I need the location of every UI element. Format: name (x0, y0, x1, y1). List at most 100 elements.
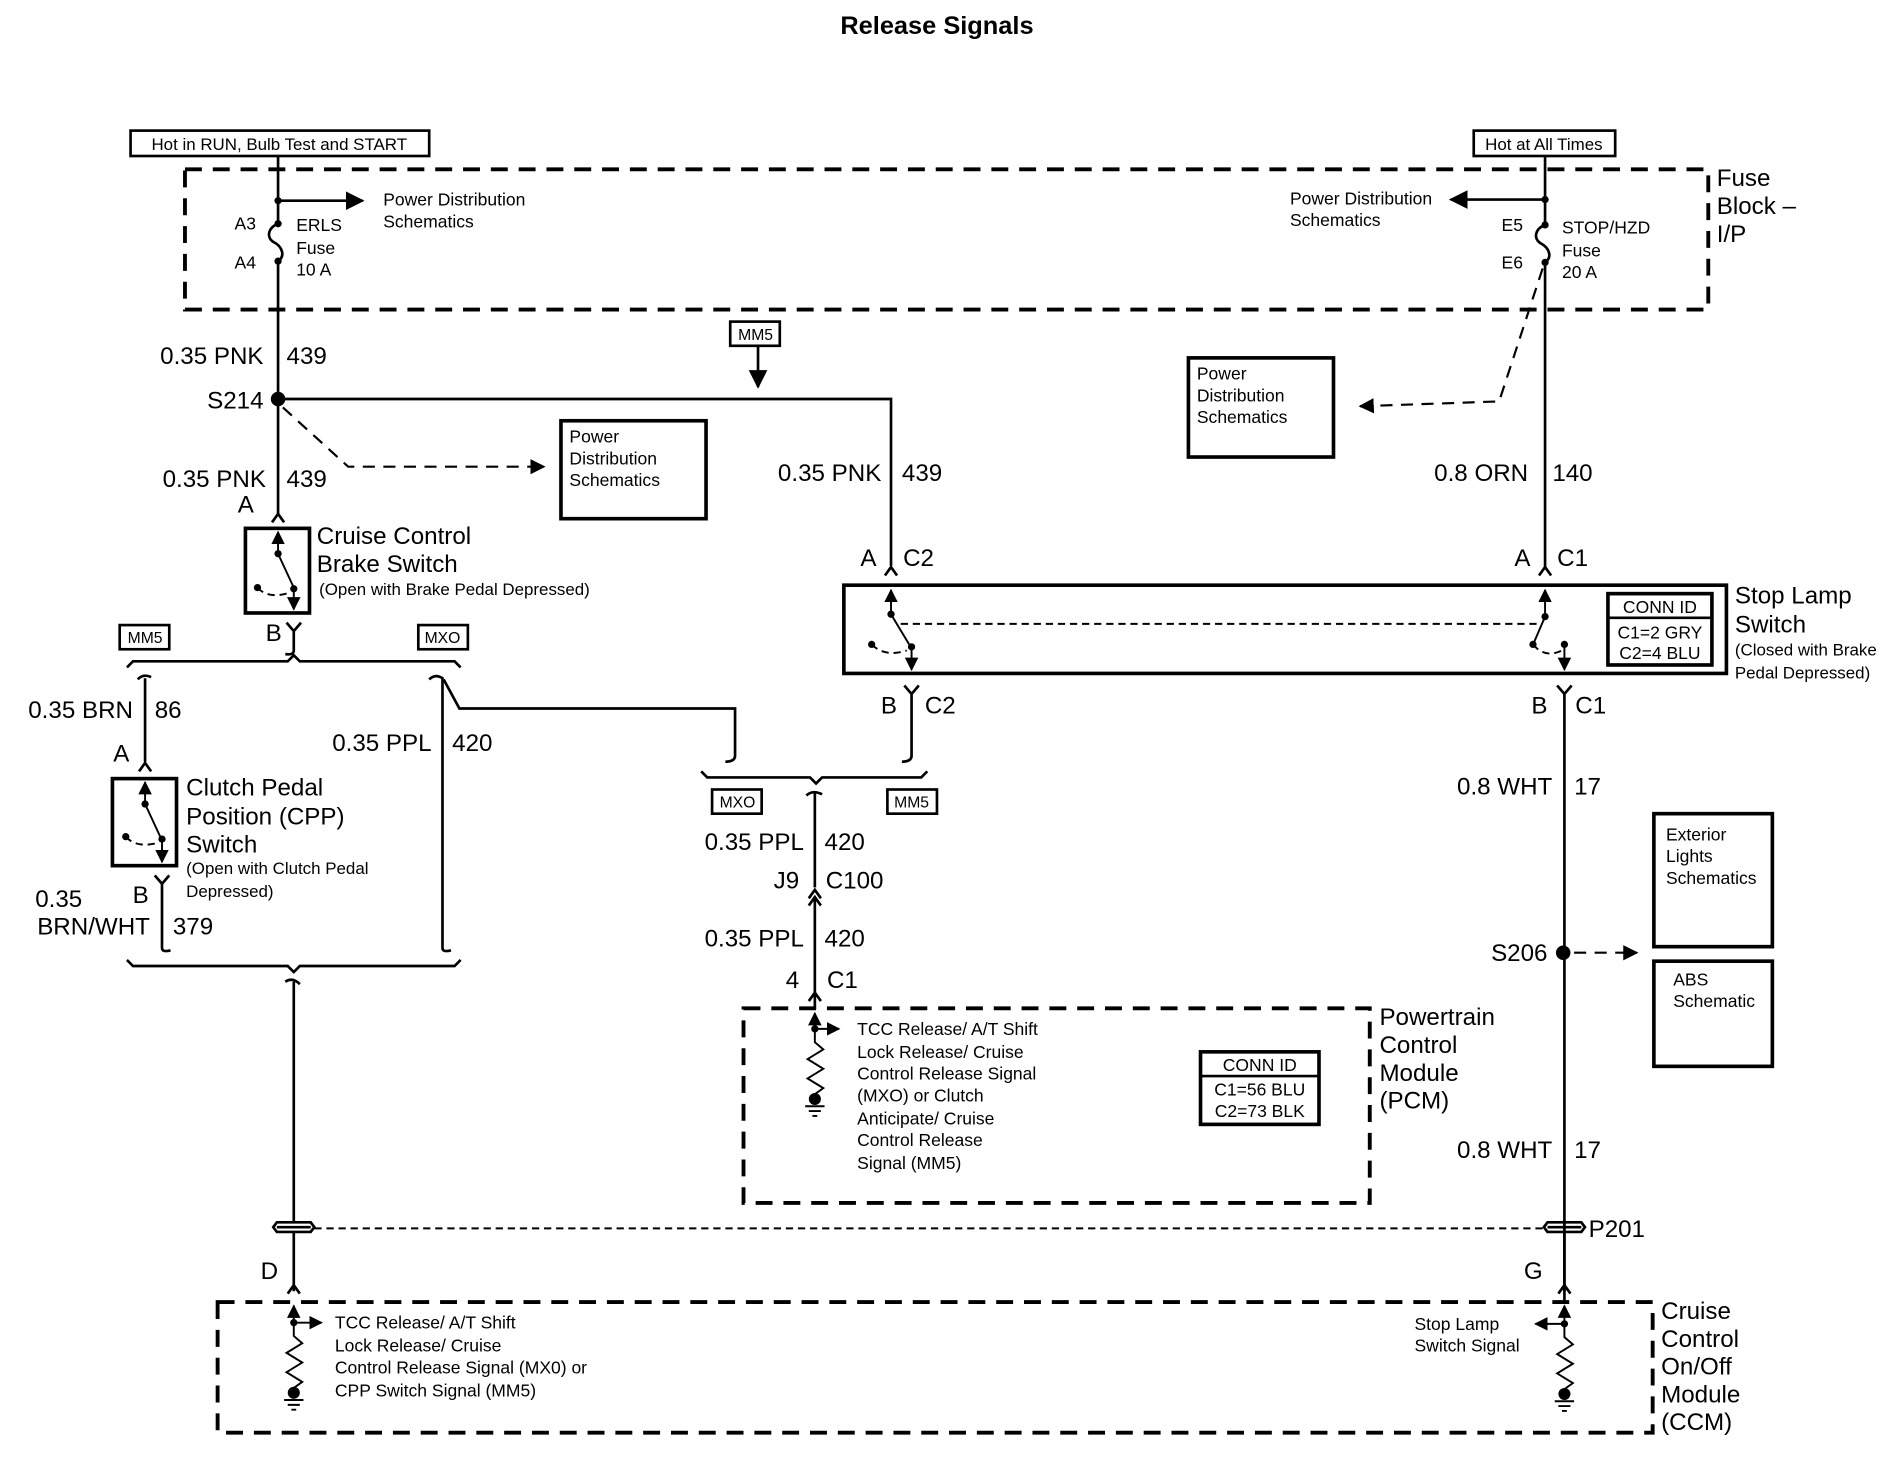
circuit-379: 379 (173, 914, 213, 941)
option-tag-mm5-left: MM5 (118, 623, 171, 651)
svg-text:CONN ID: CONN ID (1623, 597, 1697, 617)
connector-p201-right (1542, 1220, 1587, 1234)
power-source-right: Hot at All Times (1472, 129, 1617, 158)
circuit-17-upper: 17 (1574, 773, 1601, 800)
svg-text:C2=73 BLK: C2=73 BLK (1215, 1101, 1305, 1121)
svg-text:ABS: ABS (1673, 969, 1708, 989)
cpp-switch-note-2: Depressed) (186, 882, 273, 901)
svg-text:Schematics: Schematics (569, 470, 660, 490)
stop-lamp-right-top-conn: C1 (1557, 545, 1588, 572)
ground-icon (1554, 1400, 1575, 1412)
ref-box-abs: ABS Schematic (1652, 959, 1775, 1069)
circuit-439-upper: 439 (287, 343, 327, 370)
svg-text:MXO: MXO (720, 795, 756, 812)
connector-p201-left (271, 1220, 316, 1234)
wire-420-to-pcm-bracket (442, 678, 737, 764)
svg-text:Control Release Signal: Control Release Signal (857, 1064, 1036, 1084)
svg-text:Block –: Block – (1717, 193, 1797, 220)
option-bracket-pcm (700, 770, 929, 786)
fuse-icon (1534, 223, 1551, 264)
svg-text:Control Release Signal (MX0) o: Control Release Signal (MX0) or (335, 1357, 587, 1377)
clutch-pedal-position-switch (110, 776, 179, 868)
svg-text:Schematics: Schematics (1197, 407, 1288, 427)
option-bracket-upper (126, 653, 462, 669)
svg-text:20 A: 20 A (1562, 262, 1597, 282)
wire-stop-lamp-c2-b (901, 684, 920, 764)
dashed-ref-e6 (1358, 268, 1544, 414)
brake-switch-note: (Open with Brake Pedal Depressed) (319, 580, 590, 599)
svg-text:On/Off: On/Off (1661, 1354, 1732, 1381)
ccm-outline (215, 1300, 1655, 1435)
ground-node (808, 1092, 821, 1106)
wire-label-brn: 0.35 BRN (28, 697, 133, 724)
svg-text:Module: Module (1661, 1381, 1740, 1408)
wire-label-ppl-mid-lower: 0.35 PPL (705, 926, 804, 953)
svg-text:Control: Control (1661, 1326, 1739, 1353)
wire-label-brn-wht-2: BRN/WHT (37, 914, 150, 941)
circuit-86: 86 (155, 697, 182, 724)
cpp-switch-pin-b: B (133, 882, 149, 909)
pcm-outline (741, 1006, 1372, 1205)
svg-text:Power: Power (1197, 364, 1247, 384)
pcm-signal-description: TCC Release/ A/T Shift Lock Release/ Cru… (857, 1019, 1038, 1173)
cruise-control-brake-switch (243, 526, 312, 615)
wire-label-orn: 0.8 ORN (1434, 460, 1528, 487)
svg-text:C1=56 BLU: C1=56 BLU (1214, 1079, 1305, 1099)
svg-text:(CCM): (CCM) (1661, 1409, 1732, 1436)
ref-box-power-distribution-right: Power Distribution Schematics (1186, 356, 1336, 459)
ground-icon (805, 1105, 825, 1117)
svg-text:MXO: MXO (425, 630, 461, 647)
wire-420-pcm-upper (805, 790, 823, 888)
resistor-icon (284, 1322, 305, 1389)
fuse-erls: A3 A4 ERLS Fuse 10 A (235, 214, 342, 280)
svg-text:A4: A4 (235, 252, 257, 272)
cpp-switch-name-1: Clutch Pedal (186, 775, 323, 802)
option-tag-mm5-top: MM5 (728, 320, 782, 348)
fuse-block-outline (183, 167, 1711, 312)
svg-text:CONN ID: CONN ID (1223, 1055, 1297, 1075)
dashed-ref-s214 (282, 406, 546, 475)
svg-text:Hot in RUN, Bulb Test and STAR: Hot in RUN, Bulb Test and START (151, 135, 407, 154)
circuit-439-middle: 439 (902, 460, 942, 487)
pcm-conn: C1 (827, 967, 858, 994)
svg-text:Power Distribution: Power Distribution (383, 190, 525, 210)
svg-text:Power Distribution: Power Distribution (1290, 188, 1432, 208)
wire-label-ppl-mid-upper: 0.35 PPL (705, 829, 804, 856)
brake-switch-pin-b: B (266, 620, 282, 647)
wire-17 (1556, 684, 1573, 1304)
circuit-140: 140 (1552, 460, 1592, 487)
power-source-left: Hot in RUN, Bulb Test and START (129, 129, 431, 158)
wire-label-wht-lower: 0.8 WHT (1457, 1137, 1553, 1164)
wire-379 (153, 874, 171, 953)
ref-box-power-distribution-left: Power Distribution Schematics (559, 418, 708, 521)
splice-s214-label: S214 (207, 388, 263, 415)
ccm-internal-circuit-left (284, 1304, 323, 1411)
splice-s206-dot (1555, 945, 1571, 960)
stop-lamp-name-1: Stop Lamp (1735, 582, 1852, 609)
resistor-icon (805, 1028, 826, 1095)
svg-text:MM5: MM5 (894, 795, 929, 812)
connector-female-icon (1557, 1282, 1572, 1295)
stop-lamp-name-2: Switch (1735, 611, 1806, 638)
svg-text:MM5: MM5 (128, 630, 163, 647)
svg-text:Hot at All Times: Hot at All Times (1485, 135, 1602, 154)
connector-female-icon (1537, 564, 1553, 577)
svg-text:(MXO) or Clutch: (MXO) or Clutch (857, 1085, 984, 1105)
c100-conn: C100 (826, 868, 884, 895)
svg-text:Module: Module (1379, 1060, 1458, 1087)
svg-text:E6: E6 (1502, 252, 1523, 272)
wire-to-ccm-d (284, 978, 301, 1222)
svg-text:MM5: MM5 (738, 327, 773, 344)
ccm-signal-right: Stop Lamp Switch Signal (1415, 1314, 1520, 1356)
brake-switch-pin-a: A (238, 492, 255, 519)
svg-text:STOP/HZD: STOP/HZD (1562, 217, 1650, 237)
cpp-switch-pin-a: A (113, 741, 130, 768)
ref-power-distribution-fuse-left: Power Distribution Schematics (383, 190, 525, 232)
connector-male-icon (285, 621, 303, 656)
connector-female-icon (137, 760, 153, 773)
wire-label-ppl-left: 0.35 PPL (332, 730, 431, 757)
option-tag-mxo-pcm: MXO (710, 788, 763, 816)
stop-lamp-note-1: (Closed with Brake (1735, 640, 1877, 659)
svg-text:Schematic: Schematic (1673, 991, 1755, 1011)
ccm-pin-d: D (261, 1258, 278, 1285)
